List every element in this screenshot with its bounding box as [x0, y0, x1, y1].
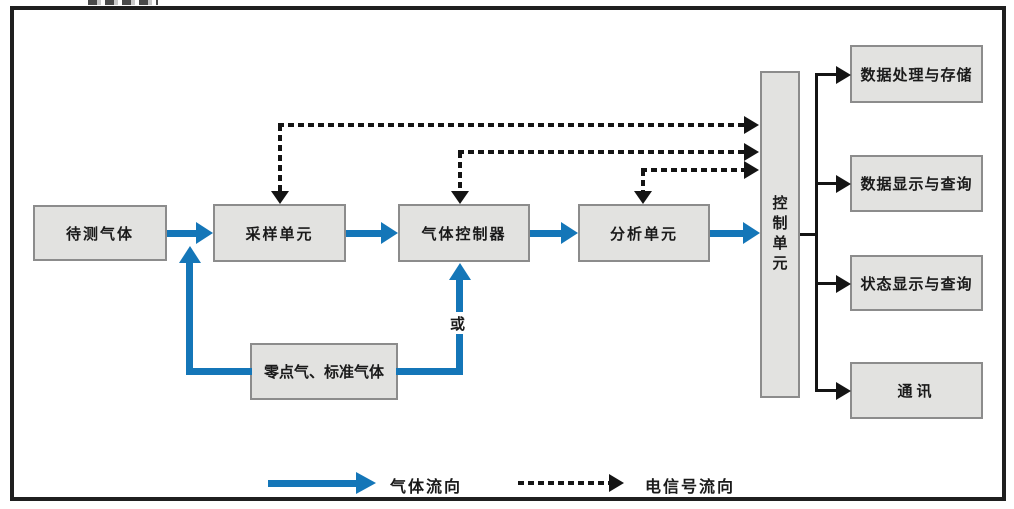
node-control-unit-label: 控制单元	[770, 194, 789, 275]
gas-arrow-2-head	[381, 222, 398, 244]
calibration-left-vline	[186, 263, 193, 372]
node-communication-label: 通讯	[897, 382, 936, 400]
tree-branch-3-head	[836, 275, 851, 293]
legend-gas-flow-label: 气体流向	[390, 477, 463, 496]
signal-2-head-right	[744, 143, 759, 161]
node-sample-gas: 待测气体	[33, 205, 167, 261]
node-data-display-query-label: 数据显示与查询	[860, 175, 973, 193]
node-analysis-unit: 分析单元	[578, 204, 710, 262]
signal-1-vline	[278, 125, 282, 192]
node-communication: 通讯	[850, 362, 983, 419]
signal-3-hline	[641, 168, 746, 172]
node-data-processing-storage: 数据处理与存储	[850, 45, 983, 103]
signal-1-head-right	[744, 116, 759, 134]
calibration-left-hline	[186, 368, 252, 375]
calibration-right-vline-upper	[456, 280, 463, 312]
signal-3-head-down	[634, 191, 652, 204]
node-control-unit: 控制单元	[760, 71, 800, 398]
calibration-left-arrowhead	[179, 246, 201, 263]
node-analysis-unit-label: 分析单元	[609, 224, 678, 243]
gas-arrow-4-line	[710, 230, 743, 237]
node-zero-standard-gas-label: 零点气、标准气体	[263, 363, 384, 381]
signal-1-hline	[278, 123, 746, 127]
signal-2-vline	[458, 152, 462, 192]
tree-vertical-line	[815, 73, 818, 392]
calibration-right-vline-lower	[456, 334, 463, 372]
clipped-text-fragment	[88, 0, 158, 5]
node-data-display-query: 数据显示与查询	[850, 155, 983, 212]
node-status-display-query: 状态显示与查询	[850, 255, 983, 311]
node-status-display-query-label: 状态显示与查询	[860, 274, 973, 293]
tree-branch-1-head	[836, 66, 851, 84]
tree-branch-2-head	[836, 175, 851, 193]
legend-gas-arrow-line	[268, 480, 357, 487]
gas-arrow-2-line	[346, 230, 381, 237]
node-data-processing-storage-label: 数据处理与存储	[860, 65, 973, 84]
tree-branch-4-head	[836, 382, 851, 400]
calibration-right-arrowhead	[449, 263, 471, 280]
legend-signal-arrow-head	[609, 474, 624, 492]
node-sample-gas-label: 待测气体	[65, 224, 134, 243]
node-zero-standard-gas: 零点气、标准气体	[250, 343, 398, 400]
node-sampling-unit: 采样单元	[213, 204, 346, 262]
signal-2-hline	[458, 150, 746, 154]
signal-3-head-right	[744, 161, 759, 179]
legend-signal-arrow-line	[518, 481, 610, 485]
tree-branch-4-line	[815, 389, 838, 392]
calibration-right-hline	[396, 368, 463, 375]
gas-arrow-1-head	[196, 222, 213, 244]
or-label: 或	[448, 313, 469, 334]
tree-branch-1-line	[815, 73, 838, 76]
tree-branch-3-line	[815, 282, 838, 285]
tree-branch-2-line	[815, 182, 838, 185]
signal-2-head-down	[451, 191, 469, 204]
legend-gas-arrow-head	[356, 472, 376, 494]
node-sampling-unit-label: 采样单元	[245, 224, 314, 243]
tree-stub-line	[800, 233, 817, 236]
gas-arrow-4-head	[743, 222, 760, 244]
node-gas-controller-label: 气体控制器	[421, 224, 507, 243]
legend-signal-flow-label: 电信号流向	[645, 477, 736, 496]
signal-1-head-down	[271, 191, 289, 204]
gas-arrow-3-head	[561, 222, 578, 244]
gas-arrow-3-line	[530, 230, 561, 237]
gas-arrow-1-line	[167, 230, 197, 237]
node-gas-controller: 气体控制器	[398, 204, 530, 262]
signal-3-vline	[641, 170, 645, 192]
